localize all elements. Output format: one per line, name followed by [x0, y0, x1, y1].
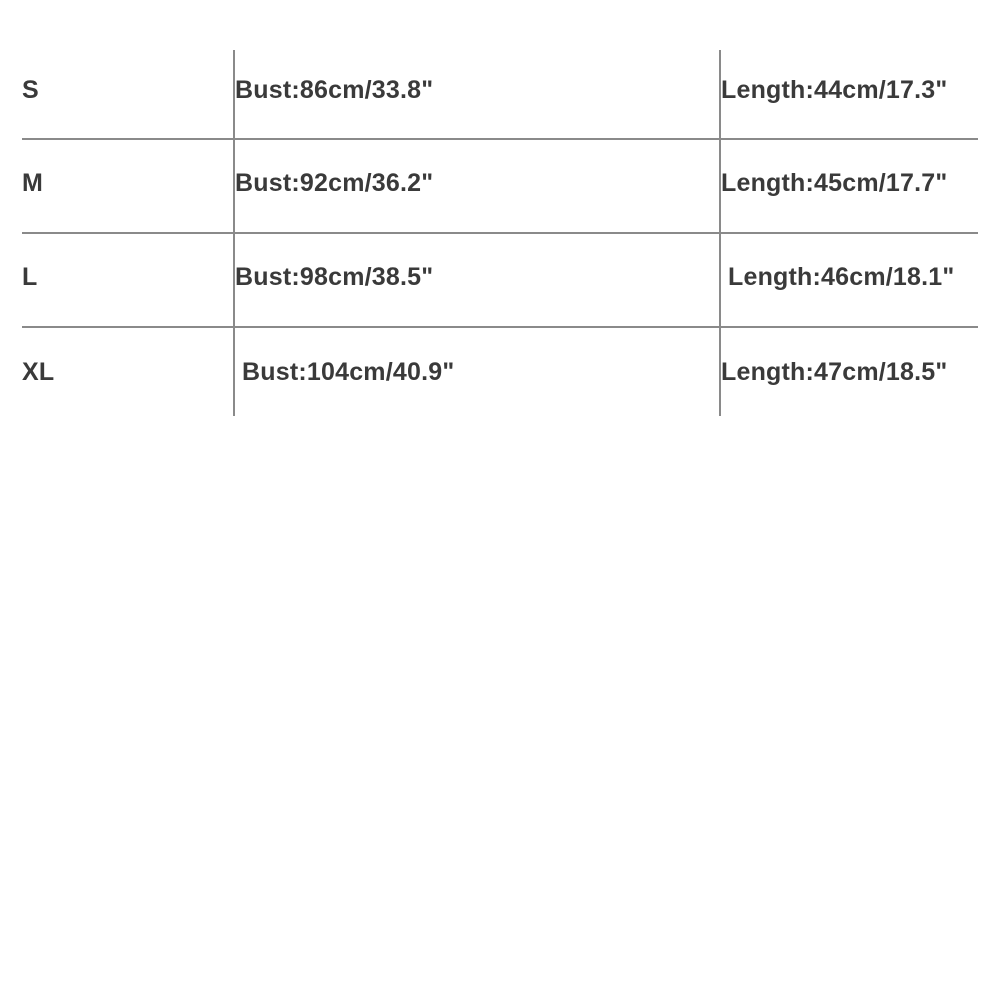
- size-label: M: [22, 169, 44, 197]
- row-divider: [22, 326, 978, 328]
- table-row: S Bust:86cm/33.8" Length:44cm/17.3": [22, 50, 978, 139]
- size-chart-table: S Bust:86cm/33.8" Length:44cm/17.3" M Bu…: [22, 50, 978, 416]
- length-measurement: Length:47cm/18.5": [721, 358, 948, 386]
- bust-measurement: Bust:86cm/33.8": [235, 76, 434, 104]
- bust-measurement: Bust:98cm/38.5": [235, 263, 434, 291]
- table-row: XL Bust:104cm/40.9" Length:47cm/18.5": [22, 327, 978, 416]
- length-measurement: Length:44cm/17.3": [721, 76, 948, 104]
- table-row: L Bust:98cm/38.5" Length:46cm/18.1": [22, 233, 978, 327]
- bust-measurement: Bust:104cm/40.9": [242, 358, 455, 386]
- row-divider: [22, 232, 978, 234]
- size-label: XL: [22, 358, 55, 386]
- size-label: L: [22, 263, 38, 291]
- size-label: S: [22, 76, 39, 104]
- length-measurement: Length:46cm/18.1": [728, 263, 955, 291]
- row-divider: [22, 138, 978, 140]
- length-measurement: Length:45cm/17.7": [721, 169, 948, 197]
- table-row: M Bust:92cm/36.2" Length:45cm/17.7": [22, 139, 978, 233]
- bust-measurement: Bust:92cm/36.2": [235, 169, 434, 197]
